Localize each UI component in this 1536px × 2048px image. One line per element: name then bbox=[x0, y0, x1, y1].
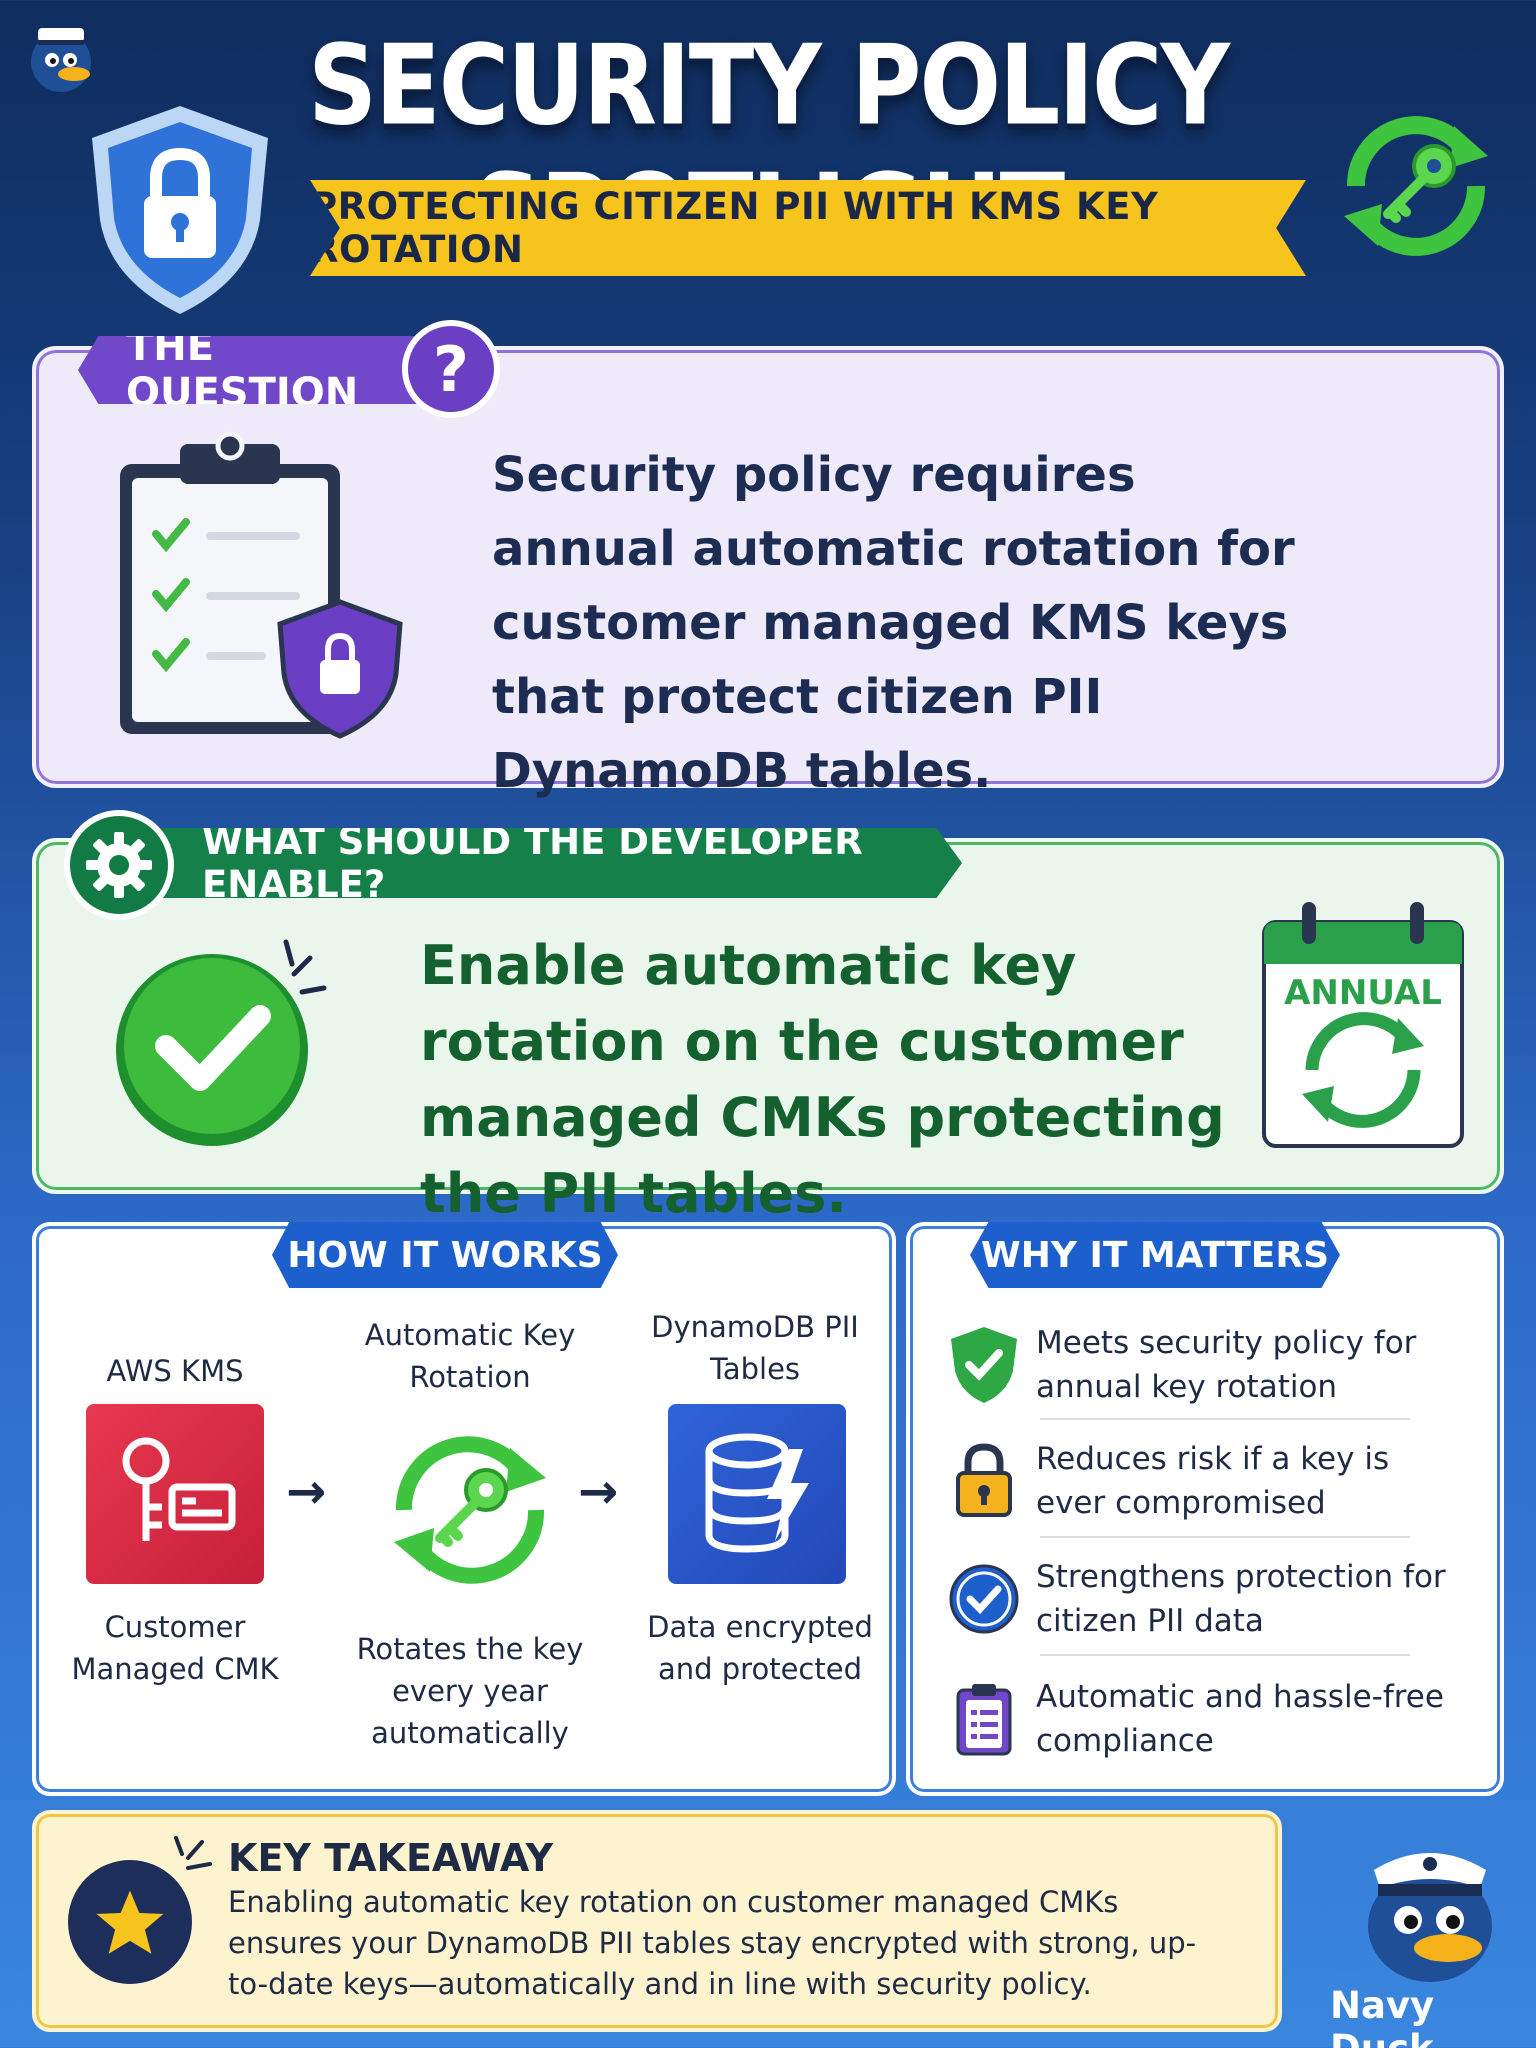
takeaway-title: KEY TAKEAWAY bbox=[228, 1836, 554, 1880]
sparkle-icon bbox=[174, 1836, 212, 1870]
question-text: Security policy requires annual automati… bbox=[492, 447, 1295, 799]
flow-arrow: → bbox=[286, 1464, 327, 1520]
padlock-icon bbox=[944, 1441, 1024, 1521]
list-item-text: Automatic and hassle-free compliance bbox=[1036, 1679, 1444, 1759]
rotation-label: Automatic Key Rotation bbox=[364, 1318, 576, 1394]
answer-text: Enable automatic key rotation on the cus… bbox=[420, 934, 1225, 1225]
shield-lock-icon bbox=[92, 106, 268, 314]
list-item: Automatic and hassle-free compliance bbox=[944, 1664, 1464, 1774]
annual-calendar-icon: ANNUAL bbox=[1262, 902, 1464, 1148]
takeaway-panel bbox=[32, 1810, 1282, 2032]
dynamodb-caption: Data encrypted and protected bbox=[647, 1610, 873, 1686]
list-item-text: Strengthens protection for citizen PII d… bbox=[1036, 1559, 1446, 1639]
dynamodb-database-icon bbox=[668, 1404, 846, 1584]
takeaway-text: Enabling automatic key rotation on custo… bbox=[228, 1885, 1197, 2001]
flow-arrow: → bbox=[578, 1464, 619, 1520]
navy-duck-logo-icon bbox=[31, 28, 91, 92]
kms-caption: Customer Managed CMK bbox=[71, 1610, 279, 1686]
rotation-key-icon bbox=[394, 1436, 546, 1584]
navy-duck-mascot-icon bbox=[1368, 1853, 1492, 1982]
calendar-label: ANNUAL bbox=[1284, 973, 1442, 1013]
clipboard-checklist-icon bbox=[120, 431, 403, 739]
answer-tag: WHAT SHOULD THE DEVELOPER ENABLE? bbox=[112, 828, 962, 898]
key-rotation-icon bbox=[1344, 116, 1488, 256]
brand-name: Navy Duck bbox=[1330, 1984, 1435, 2048]
divider bbox=[1040, 1418, 1410, 1420]
why-it-matters-tag: WHY IT MATTERS bbox=[970, 1222, 1340, 1288]
list-item-text: Meets security policy for annual key rot… bbox=[1036, 1325, 1417, 1405]
dynamodb-label: DynamoDB PII Tables bbox=[651, 1310, 859, 1386]
check-circle-icon bbox=[116, 939, 327, 1146]
divider bbox=[1040, 1654, 1410, 1656]
list-item-text: Reduces risk if a key is ever compromise… bbox=[1036, 1441, 1390, 1521]
list-item: Strengthens protection for citizen PII d… bbox=[944, 1544, 1464, 1654]
star-icon bbox=[68, 1860, 192, 1984]
question-tag: THE QUESTION bbox=[78, 336, 418, 404]
page-subtitle: PROTECTING CITIZEN PII WITH KMS KEY ROTA… bbox=[310, 185, 1159, 271]
check-circle-icon bbox=[944, 1559, 1024, 1639]
how-it-works-tag: HOW IT WORKS bbox=[272, 1222, 618, 1288]
divider bbox=[1040, 1536, 1410, 1538]
rotation-caption: Rotates the key every year automatically bbox=[356, 1632, 584, 1750]
kms-label: AWS KMS bbox=[106, 1354, 244, 1388]
question-mark-badge: ? bbox=[402, 320, 500, 418]
subtitle-banner: PROTECTING CITIZEN PII WITH KMS KEY ROTA… bbox=[310, 180, 1306, 276]
kms-key-icon bbox=[86, 1404, 264, 1584]
clipboard-icon bbox=[944, 1679, 1024, 1759]
list-item: Reduces risk if a key is ever compromise… bbox=[944, 1426, 1464, 1536]
list-item: Meets security policy for annual key rot… bbox=[944, 1310, 1464, 1420]
gear-icon bbox=[64, 810, 174, 920]
shield-check-icon bbox=[944, 1325, 1024, 1405]
